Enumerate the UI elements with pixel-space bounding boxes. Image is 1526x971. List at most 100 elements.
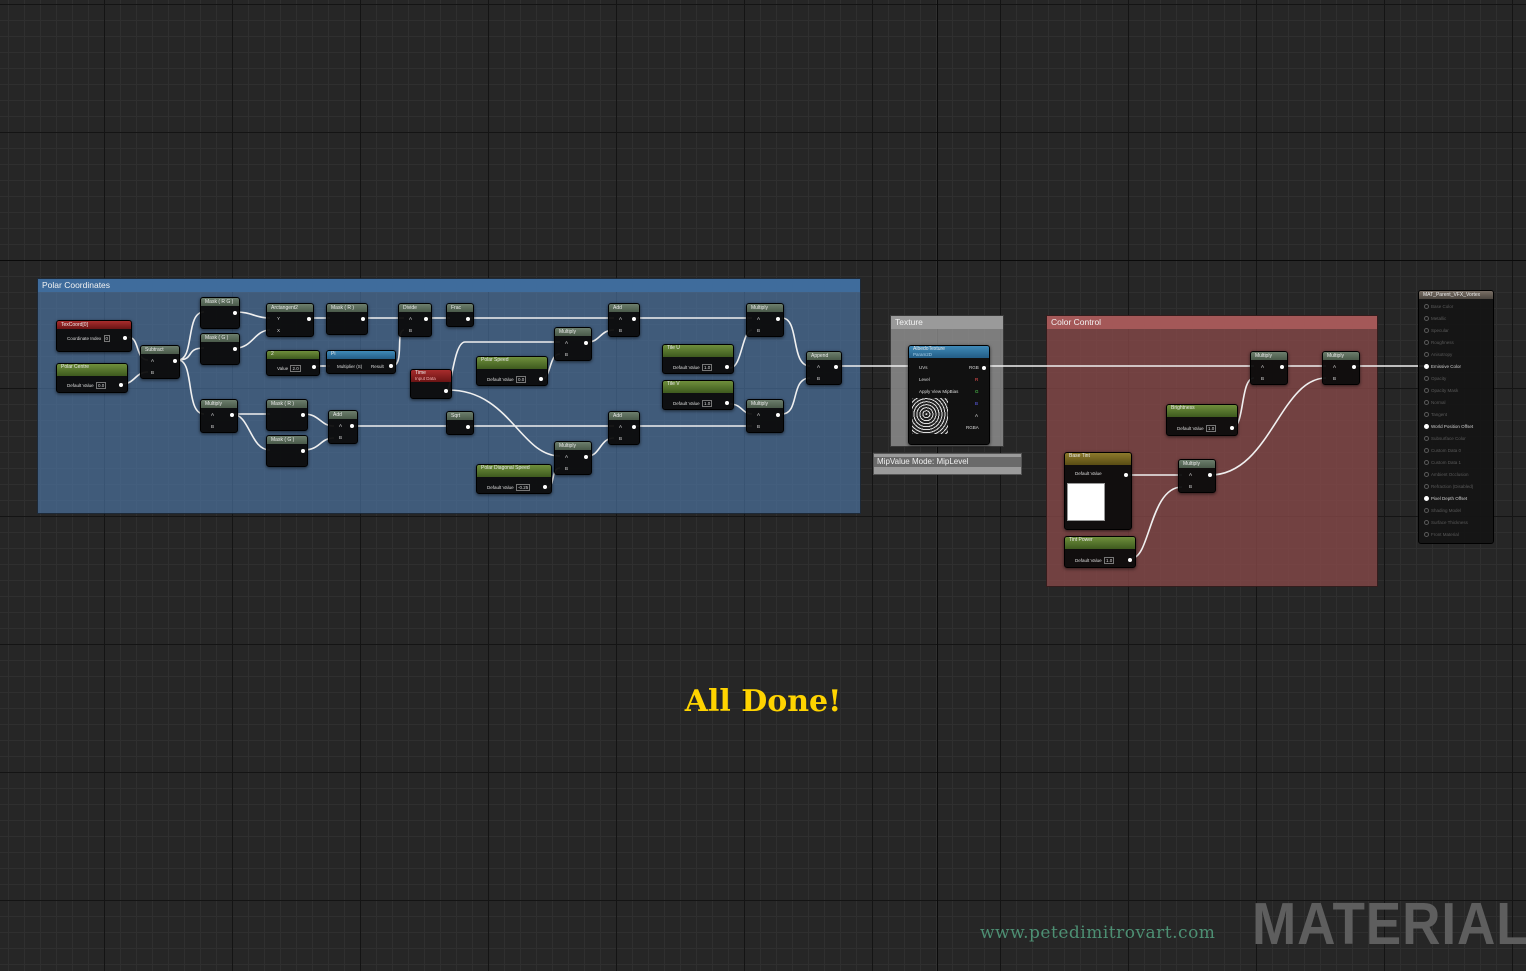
output-pin[interactable]	[350, 424, 354, 428]
output-pin-row[interactable]: Roughness	[1424, 340, 1454, 346]
node-tint-power[interactable]: Tint Power Default Value 1.0	[1064, 536, 1136, 568]
node-tile-u[interactable]: Tile U Default Value 1.0	[662, 344, 734, 374]
output-pin-row[interactable]: Shading Model	[1424, 508, 1461, 514]
node-multiply[interactable]: Multiply A B	[1178, 459, 1216, 493]
output-pin-row[interactable]: Emissive Color	[1424, 364, 1461, 370]
output-pin[interactable]	[389, 364, 393, 368]
output-pin-row[interactable]: Pixel Depth Offset	[1424, 496, 1467, 502]
output-pin-row[interactable]: Subsurface Color	[1424, 436, 1466, 442]
node-pi[interactable]: Pi Multiplier (S) Result	[326, 350, 396, 374]
node-polar-speed[interactable]: Polar Speed Default Value 0.0	[476, 356, 548, 386]
output-pin[interactable]	[233, 311, 237, 315]
node-subtract[interactable]: Subtract A B	[140, 345, 180, 379]
value-input[interactable]: 2.0	[290, 365, 301, 372]
node-brightness[interactable]: Brightness Default Value 1.0	[1166, 404, 1238, 436]
node-polar-centre[interactable]: Polar Centre Default Value 0.0	[56, 363, 128, 393]
output-pin-row[interactable]: Surface Thickness	[1424, 520, 1468, 526]
color-swatch[interactable]	[1067, 483, 1105, 521]
output-pin[interactable]	[466, 317, 470, 321]
output-pin[interactable]	[1208, 473, 1212, 477]
output-pin[interactable]	[834, 365, 838, 369]
coordinate-index-input[interactable]: 0	[103, 335, 111, 342]
node-sqrt[interactable]: Sqrt	[446, 411, 474, 435]
node-multiply[interactable]: Multiply A B	[554, 441, 592, 475]
comment-title[interactable]: Color Control	[1047, 316, 1377, 329]
output-pin[interactable]	[1128, 558, 1132, 562]
output-pin-row[interactable]: Opacity	[1424, 376, 1446, 382]
output-pin-row[interactable]: Refraction (Disabled)	[1424, 484, 1473, 490]
node-add[interactable]: Add A B	[328, 410, 358, 444]
output-pin[interactable]	[466, 425, 470, 429]
node-base-tint[interactable]: Base Tint Default Value	[1064, 452, 1132, 530]
node-mask-rg[interactable]: Mask ( R G )	[200, 297, 240, 329]
material-output-node[interactable]: MAT_Parent_VFX_Vortex Base Color Metalli…	[1418, 290, 1494, 544]
output-pin[interactable]	[361, 317, 365, 321]
node-texcoord[interactable]: TexCoord[0] Coordinate Index 0	[56, 320, 132, 352]
output-pin[interactable]	[539, 377, 543, 381]
default-value-input[interactable]: 1.0	[701, 364, 713, 371]
node-tile-v[interactable]: Tile V Default Value 1.0	[662, 380, 734, 410]
output-pin[interactable]	[725, 401, 729, 405]
output-pin[interactable]	[444, 389, 448, 393]
output-pin[interactable]	[119, 383, 123, 387]
output-pin[interactable]	[123, 336, 127, 340]
output-pin-row[interactable]: Custom Data 0	[1424, 448, 1461, 454]
node-constant[interactable]: 2 Value 2.0	[266, 350, 320, 376]
output-pin[interactable]	[982, 366, 986, 370]
node-time[interactable]: Time Input Data	[410, 369, 452, 399]
output-pin[interactable]	[632, 425, 636, 429]
output-pin[interactable]	[424, 317, 428, 321]
output-pin[interactable]	[233, 347, 237, 351]
node-multiply[interactable]: Multiply A B	[746, 399, 784, 433]
output-pin[interactable]	[632, 317, 636, 321]
node-divide[interactable]: Divide A B	[398, 303, 432, 337]
node-multiply[interactable]: Multiply A B	[1322, 351, 1360, 385]
output-pin[interactable]	[543, 485, 547, 489]
comment-title[interactable]: Polar Coordinates	[38, 279, 860, 292]
output-pin-row[interactable]: Ambient Occlusion	[1424, 472, 1469, 478]
output-pin[interactable]	[312, 365, 316, 369]
output-pin[interactable]	[776, 317, 780, 321]
output-pin[interactable]	[725, 365, 729, 369]
node-mask-r[interactable]: Mask ( R )	[266, 399, 308, 431]
default-value-input[interactable]: 0.0	[95, 382, 107, 389]
mip-value-comment[interactable]: MipValue Mode: MipLevel	[873, 453, 1022, 475]
output-pin-row[interactable]: Normal	[1424, 400, 1446, 406]
output-pin-row[interactable]: Base Color	[1424, 304, 1453, 310]
output-pin[interactable]	[1124, 473, 1128, 477]
output-pin-row[interactable]: Tangent	[1424, 412, 1447, 418]
output-pin-row[interactable]: Opacity Mask	[1424, 388, 1458, 394]
default-value-input[interactable]: 1.0	[1103, 557, 1115, 564]
node-multiply[interactable]: Multiply A B	[1250, 351, 1288, 385]
output-pin[interactable]	[230, 413, 234, 417]
output-pin-row[interactable]: Custom Data 1	[1424, 460, 1461, 466]
node-mask-g[interactable]: Mask ( G )	[200, 333, 240, 365]
output-pin-row[interactable]: Metallic	[1424, 316, 1446, 322]
output-pin[interactable]	[584, 341, 588, 345]
output-pin-row[interactable]: World Position Offset	[1424, 424, 1473, 430]
node-arctangent2[interactable]: Arctangent2 Y X	[266, 303, 314, 337]
node-append[interactable]: Append A B	[806, 351, 842, 385]
node-mask-r[interactable]: Mask ( R )	[326, 303, 368, 335]
output-pin[interactable]	[301, 413, 305, 417]
default-value-input[interactable]: 0.0	[515, 376, 527, 383]
default-value-input[interactable]: 1.0	[1205, 425, 1217, 432]
output-pin[interactable]	[173, 359, 177, 363]
node-mask-g[interactable]: Mask ( G )	[266, 435, 308, 467]
node-add[interactable]: Add A B	[608, 411, 640, 445]
default-value-input[interactable]: -0.25	[515, 484, 531, 491]
output-pin[interactable]	[307, 317, 311, 321]
node-albedo-texture[interactable]: AlbedoTexture Param2D UVs Level Apply Vi…	[908, 345, 990, 445]
output-pin[interactable]	[584, 455, 588, 459]
node-polar-diagonal-speed[interactable]: Polar Diagonal Speed Default Value -0.25	[476, 464, 552, 494]
output-pin[interactable]	[1280, 365, 1284, 369]
node-add[interactable]: Add A B	[608, 303, 640, 337]
output-pin[interactable]	[301, 449, 305, 453]
comment-title[interactable]: Texture	[891, 316, 1003, 329]
output-pin[interactable]	[1230, 426, 1234, 430]
node-frac[interactable]: Frac	[446, 303, 474, 327]
output-pin[interactable]	[1352, 365, 1356, 369]
default-value-input[interactable]: 1.0	[701, 400, 713, 407]
node-multiply[interactable]: Multiply A B	[554, 327, 592, 361]
node-multiply[interactable]: Multiply A B	[746, 303, 784, 337]
